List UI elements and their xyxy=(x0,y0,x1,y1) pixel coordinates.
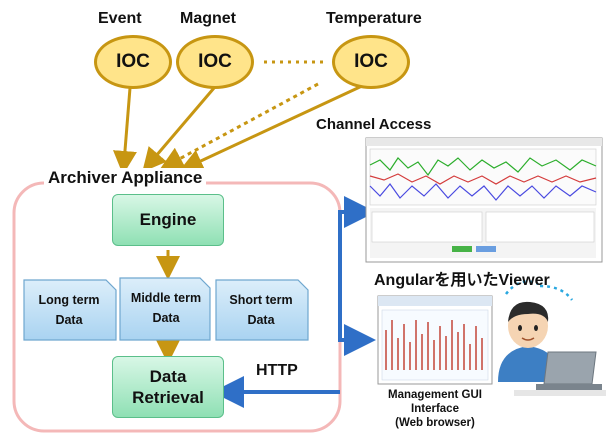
mgmt-gui-line2: Interface xyxy=(411,403,459,415)
channel-access-label: Channel Access xyxy=(316,116,432,133)
engine-box: Engine xyxy=(112,194,224,246)
storage-middle-term-shape xyxy=(119,277,211,341)
storage-middle-term-label: Middle term Data xyxy=(120,288,212,328)
data-retrieval-line1: Data xyxy=(149,367,187,386)
storage-short-term-label: Short term Data xyxy=(216,290,306,330)
storage-long-term-shape xyxy=(23,279,117,341)
viewer-trace-red xyxy=(369,173,597,185)
storage-long-term-line1: Long term xyxy=(38,293,100,307)
http-label: HTTP xyxy=(256,362,298,379)
source-label-magnet: Magnet xyxy=(180,10,236,27)
arrow-temperature-to-appliance xyxy=(179,84,363,172)
mgmt-gui-line3: (Web browser) xyxy=(395,417,475,429)
viewer-trace-green xyxy=(369,157,597,177)
storage-short-term-line1: Short term xyxy=(229,293,293,307)
ioc-node-temperature: IOC xyxy=(332,35,410,89)
storage-middle-term-line2: Data xyxy=(152,311,180,325)
arrow-appliance-to-viewer xyxy=(338,196,376,240)
mgmt-gui-screenshot xyxy=(377,295,493,385)
arrow-event-to-appliance xyxy=(112,87,137,175)
viewer-trace-blue xyxy=(369,183,597,201)
ioc-node-magnet: IOC xyxy=(176,35,254,89)
viewer-title: Angularを用いたViewer xyxy=(374,272,550,289)
mgmt-bars xyxy=(385,320,483,370)
storage-long-term-line2: Data xyxy=(55,313,83,327)
mgmt-gui-caption: Management GUI Interface (Web browser) xyxy=(372,388,498,430)
mgmt-gui-line1: Management GUI xyxy=(388,389,482,401)
source-label-event: Event xyxy=(98,10,142,27)
storage-long-term-label: Long term Data xyxy=(24,290,114,330)
arrow-appliance-to-mgmt xyxy=(338,240,376,356)
ioc-node-event: IOC xyxy=(94,35,172,89)
data-retrieval-box: Data Retrieval xyxy=(112,356,224,418)
engine-label: Engine xyxy=(139,210,197,229)
storage-short-term-line2: Data xyxy=(247,313,275,327)
storage-middle-term-line1: Middle term xyxy=(130,291,202,305)
arrow-dotted-to-appliance xyxy=(159,82,319,170)
viewer-screenshot xyxy=(365,137,603,263)
person-with-laptop-icon xyxy=(498,280,606,396)
data-retrieval-line2: Retrieval xyxy=(132,388,204,407)
source-label-temperature: Temperature xyxy=(326,10,422,27)
storage-short-term-shape xyxy=(215,279,309,341)
archiver-appliance-title: Archiver Appliance xyxy=(44,168,207,188)
arrow-magnet-to-appliance xyxy=(142,87,216,173)
